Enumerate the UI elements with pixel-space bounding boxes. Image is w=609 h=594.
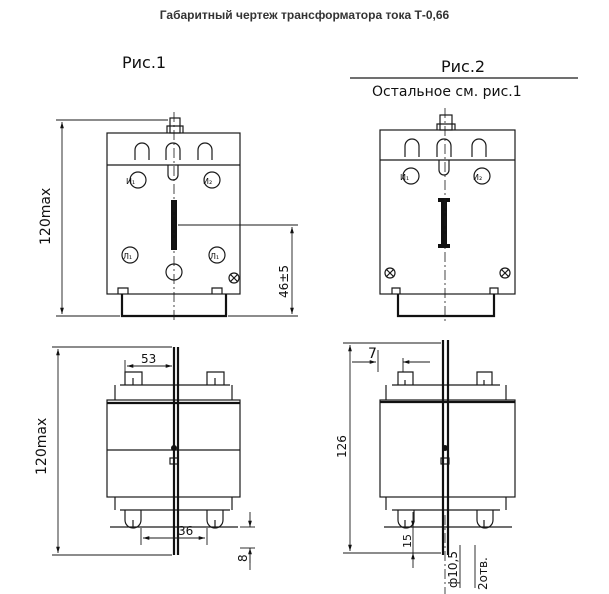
fig1-label: Рис.1 [122,53,166,72]
drawing-title: Габаритный чертеж трансформатора тока Т-… [159,8,450,22]
dim-offset-7 [352,350,430,372]
fig1-side-view [106,347,241,555]
dim-height-side [52,346,172,556]
dim-width-53 [124,360,172,372]
fig2-label: Рис.2 [441,57,485,76]
dim-depth-15 [405,512,440,568]
dim-height-side-label: 120max [34,418,50,475]
terminal-l1-fig1: Л₁ [123,252,132,261]
terminal-l2-fig1: Л₁ [210,252,219,261]
dim-depth-15-label: 15 [401,534,414,548]
dim-holes-count-label: 2отв. [476,557,490,590]
terminal-i2-fig1: И₂ [203,177,212,186]
dim-gap-8-label: 8 [236,554,250,562]
fig2-front-view [379,108,516,322]
dim-width-36 [140,528,208,545]
terminal-i1-fig1: И₁ [126,177,135,186]
dim-height-126-label: 126 [335,435,349,458]
dim-primary-offset-label: 46±5 [277,265,291,298]
fig2-note: Остальное см. рис.1 [372,84,522,100]
dim-height-front-label: 120max [38,188,54,245]
terminal-i1-fig2: И₁ [400,173,409,182]
terminal-i2-fig2: И₂ [473,173,482,182]
fig1-front-view [106,112,241,322]
dim-height-front [56,119,168,317]
dim-offset-7-label: 7 [368,346,377,362]
dim-width-53-label: 53 [141,352,156,366]
dim-gap-8 [240,512,255,570]
dim-height-126 [343,342,441,554]
dim-hole-label: ф10,5 [446,551,460,588]
dim-width-36-label: 36 [178,524,193,538]
dim-primary-offset [178,224,298,317]
